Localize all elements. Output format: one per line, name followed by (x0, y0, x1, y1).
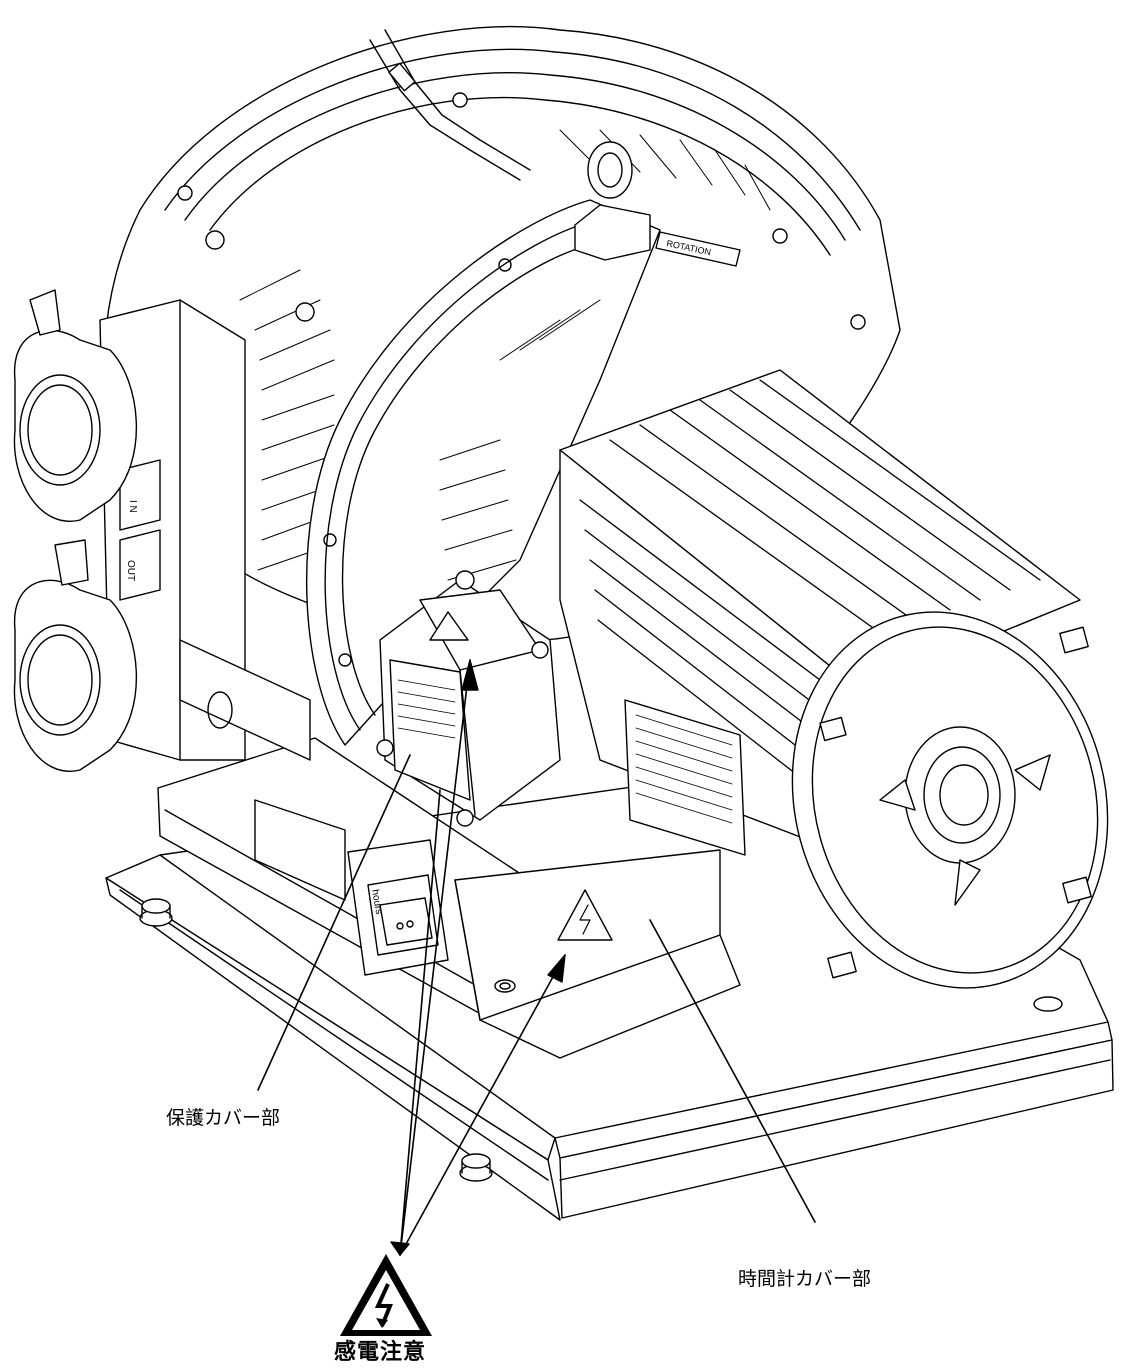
protective-cover (376, 570, 561, 827)
electric-shock-warning-icon (340, 1254, 432, 1336)
hour-meter (347, 839, 449, 976)
base-plate (105, 769, 1114, 1221)
warning-caption: 感電注意 (334, 1340, 427, 1365)
leader-lines (257, 659, 816, 1256)
outlet-mark: OUT (125, 560, 136, 581)
inlet-flange (13, 289, 137, 522)
hour-meter-cover-label: 時間計カバー部 (738, 1268, 872, 1290)
inlet-mark: I N (127, 500, 138, 513)
front-cover (305, 141, 661, 746)
leader-arrowheads (390, 659, 566, 1256)
frame-warning-mark (557, 889, 613, 941)
motor-end-cap (791, 611, 1109, 989)
motor-body (559, 369, 1081, 861)
hour-meter-mark: hours (369, 889, 384, 916)
protective-cover-label: 保護カバー部 (166, 1107, 281, 1129)
outlet-flange (13, 539, 137, 772)
